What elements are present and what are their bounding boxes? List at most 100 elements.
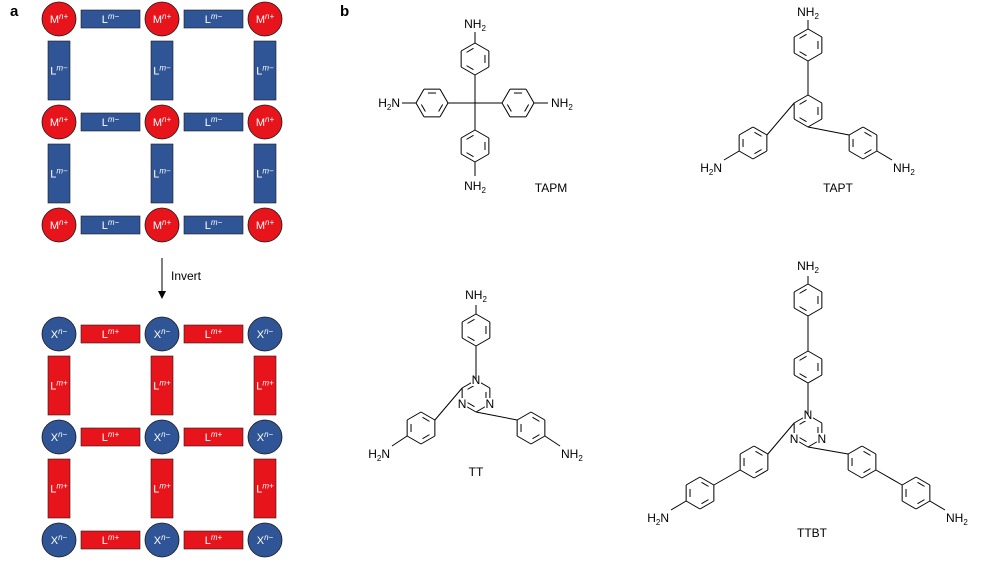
linker-label: Lm− [50, 64, 68, 78]
node-label: Mn+ [153, 115, 172, 129]
node-label: Xn− [257, 430, 274, 444]
node-circle [247, 104, 283, 140]
node-label: Xn− [154, 327, 171, 341]
node-label: Mn+ [50, 115, 69, 129]
linker-vertical [253, 355, 277, 416]
node-label: Xn− [51, 430, 68, 444]
linker-label: Lm− [256, 64, 274, 78]
amine-group: NH2 [561, 447, 583, 463]
molecule-name-tapm: TAPM [535, 181, 567, 195]
amine-group: NH2 [465, 288, 487, 304]
amine-group: NH2 [797, 5, 819, 21]
linker-label: Lm+ [205, 327, 223, 341]
molecule-name-tapt: TAPT [823, 181, 853, 195]
linker-label: Lm− [153, 64, 171, 78]
node-label: Mn+ [256, 218, 275, 232]
linker-vertical [150, 458, 174, 519]
node-circle [144, 104, 180, 140]
linker-vertical [47, 355, 71, 416]
linker-label: Lm− [50, 167, 68, 181]
linker-label: Lm− [256, 167, 274, 181]
linker-horizontal [183, 530, 244, 550]
amine-group: H2N [700, 161, 722, 177]
linker-horizontal [183, 427, 244, 447]
panel-label-b: b [340, 3, 349, 20]
node-label: Mn+ [256, 12, 275, 26]
node-label: Mn+ [50, 218, 69, 232]
linker-label: Lm− [205, 12, 223, 26]
benzene-ring [848, 126, 878, 160]
amine-group: NH2 [464, 179, 486, 195]
linker-label: Lm− [102, 115, 120, 129]
node-circle [247, 316, 283, 352]
linker-horizontal [183, 324, 244, 344]
benzene-ring [501, 88, 535, 118]
node-label: Mn+ [153, 218, 172, 232]
linker-label: Lm+ [205, 533, 223, 547]
benzene-ring [901, 476, 931, 510]
node-label: Mn+ [256, 115, 275, 129]
linker-vertical [47, 143, 71, 204]
node-circle [144, 316, 180, 352]
node-circle [41, 316, 77, 352]
node-circle [144, 207, 180, 243]
molecule-name-tt: TT [469, 465, 484, 479]
molecule-name-ttbt: TTBT [797, 526, 828, 540]
node-circle [41, 104, 77, 140]
benzene-ring [685, 476, 715, 510]
linker-vertical [150, 355, 174, 416]
node-label: Mn+ [153, 12, 172, 26]
node-circle [247, 1, 283, 37]
node-circle [247, 522, 283, 558]
node-circle [144, 1, 180, 37]
linker-label: Lm+ [256, 482, 274, 496]
linker-horizontal [80, 324, 141, 344]
linker-horizontal [80, 9, 141, 29]
linker-label: Lm+ [256, 379, 274, 393]
amine-group: H2N [368, 447, 390, 463]
node-circle [41, 522, 77, 558]
amine-group: NH2 [464, 17, 486, 33]
linker-vertical [253, 40, 277, 101]
linker-horizontal [80, 215, 141, 235]
ring-nitrogen: N [458, 397, 467, 411]
linker-label: Lm+ [153, 379, 171, 393]
linker-horizontal [80, 427, 141, 447]
linker-horizontal [80, 530, 141, 550]
benzene-ring [461, 313, 491, 347]
node-circle [41, 1, 77, 37]
benzene-ring [516, 411, 546, 445]
amine-group: H2N [378, 96, 400, 112]
linker-label: Lm+ [153, 482, 171, 496]
node-label: Xn− [154, 533, 171, 547]
panel-label-a: a [10, 3, 19, 20]
benzene-ring [739, 445, 769, 479]
linker-horizontal [183, 215, 244, 235]
linker-vertical [253, 143, 277, 204]
ring-nitrogen: N [486, 397, 495, 411]
amine-group: NH2 [893, 161, 915, 177]
linker-horizontal [183, 112, 244, 132]
ring-nitrogen: N [818, 432, 827, 446]
lattice-inverted: Lm+Lm+Lm+Lm+Lm+Lm+Lm+Lm+Lm+Lm+Lm+Lm+Xn−X… [41, 316, 283, 558]
amine-group: NH2 [797, 259, 819, 275]
linker-horizontal [183, 9, 244, 29]
benzene-ring [793, 283, 823, 317]
linker-label: Lm− [205, 218, 223, 232]
amine-group: NH2 [946, 511, 968, 527]
node-label: Xn− [257, 327, 274, 341]
node-label: Xn− [51, 327, 68, 341]
linker-vertical [47, 458, 71, 519]
invert-arrow [158, 258, 166, 299]
benzene-ring-core [793, 94, 823, 128]
linker-horizontal [80, 112, 141, 132]
linker-label: Lm− [102, 218, 120, 232]
node-label: Xn− [257, 533, 274, 547]
lattice-original: Lm−Lm−Lm−Lm−Lm−Lm−Lm−Lm−Lm−Lm−Lm−Lm−Mn+M… [41, 1, 283, 243]
